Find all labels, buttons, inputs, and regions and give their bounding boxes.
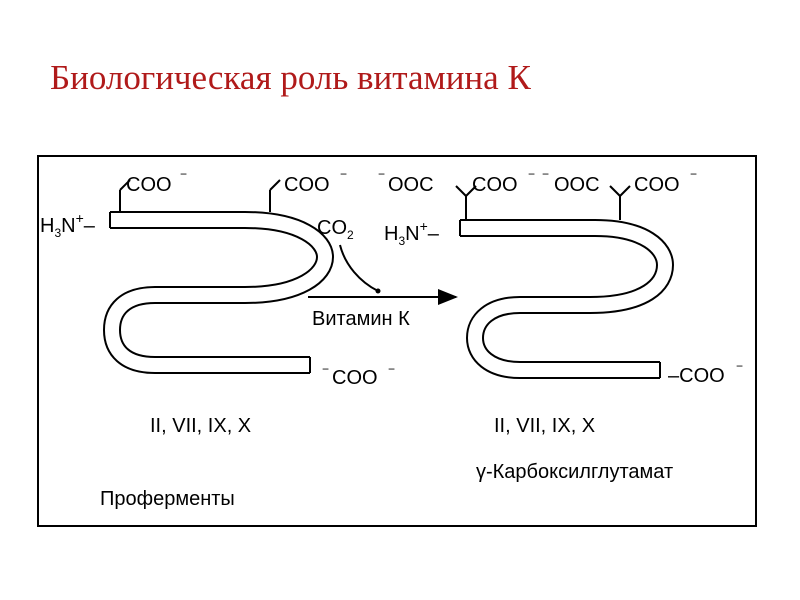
right-gla-chain: H3N+– − OOC COO − − OOC COO − –COO − II,… <box>378 167 743 483</box>
left-coo-bottom-charge: − <box>322 362 329 376</box>
co2-label: CO2 <box>317 217 354 242</box>
left-proenzyme-chain: H3N+– COO − COO − − COO − II, VII, IX, X… <box>40 167 395 510</box>
left-amino-group: H3N+– <box>40 210 96 240</box>
right-gla-1-coo: COO <box>472 174 518 196</box>
right-coo-bottom-charge: − <box>736 359 743 373</box>
right-coo-bottom: –COO <box>668 365 725 387</box>
right-gla-1-ooc: OOC <box>388 174 434 196</box>
left-coo-bottom: COO <box>332 367 378 389</box>
reaction-arrow-group: CO2 Витамин К <box>308 217 458 330</box>
left-coo-1-charge: − <box>180 167 187 181</box>
left-caption: Проферменты <box>100 488 235 510</box>
right-gla-2-charge-2: − <box>690 167 697 181</box>
diagram-frame <box>37 155 757 527</box>
right-factors: II, VII, IX, X <box>494 415 595 437</box>
vitamin-k-label: Витамин К <box>312 308 410 330</box>
right-caption: γ-Карбоксилглутамат <box>476 461 673 483</box>
right-gla-2-coo: COO <box>634 174 680 196</box>
left-coo-bottom-charge-2: − <box>388 362 395 376</box>
left-factors: II, VII, IX, X <box>150 415 251 437</box>
right-gla-1-charge-2: − <box>528 167 535 181</box>
right-amino-group: H3N+– <box>384 218 440 248</box>
left-coo-1: COO <box>126 174 172 196</box>
right-chain-fill <box>460 221 673 377</box>
right-gla-2-charge: − <box>542 167 549 181</box>
right-gla-1-charge: − <box>378 167 385 181</box>
left-chain-fill <box>104 213 333 372</box>
right-gla-2-ooc: OOC <box>554 174 600 196</box>
co2-curve <box>339 244 379 292</box>
left-coo-2-charge: − <box>340 167 347 181</box>
slide-title: Биологическая роль витамина К <box>50 58 531 97</box>
left-coo-2: COO <box>284 174 330 196</box>
